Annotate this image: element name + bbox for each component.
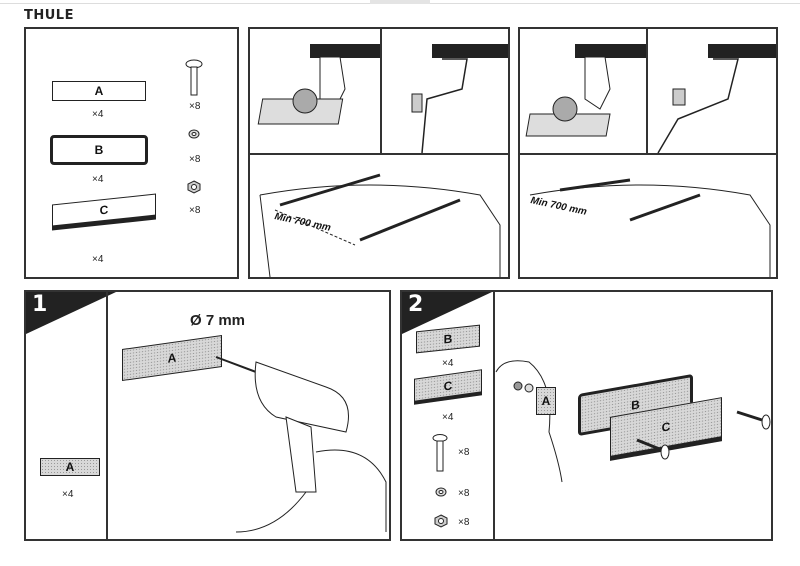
divider bbox=[106, 292, 108, 539]
washer-icon bbox=[188, 129, 200, 139]
step-number-badge: 1 bbox=[26, 292, 116, 334]
step1-part-plate-a: A bbox=[40, 458, 100, 476]
step-2-panel: 2 B ×4 C ×4 ×8 ×8 ×8 A B C bbox=[400, 290, 773, 541]
step2-plate-c-qty: ×4 bbox=[442, 412, 454, 423]
fitting-panel-1: Min 700 mm bbox=[248, 27, 510, 279]
step1-part-qty: ×4 bbox=[62, 489, 74, 500]
plate-b-qty: ×4 bbox=[92, 174, 104, 185]
divider bbox=[493, 292, 495, 539]
divider bbox=[646, 29, 648, 153]
step2-bolt-qty: ×8 bbox=[458, 447, 470, 458]
thule-logo: THULE bbox=[24, 8, 74, 23]
assembly-plate-a: A bbox=[536, 387, 556, 415]
fitting-panel-2: Min 700 mm bbox=[518, 27, 778, 279]
washer-qty: ×8 bbox=[189, 154, 201, 165]
plate-a-qty: ×4 bbox=[92, 109, 104, 120]
step2-nut-qty: ×8 bbox=[458, 517, 470, 528]
foot-closeup-illustration bbox=[525, 44, 646, 137]
assembly-bolts-illustration bbox=[513, 381, 771, 460]
divider bbox=[380, 29, 382, 153]
nut-icon bbox=[434, 514, 448, 528]
washer-icon bbox=[435, 487, 447, 497]
parts-panel: A ×4 B ×4 C ×4 ×8 ×8 ×8 bbox=[24, 27, 239, 279]
plate-b: B bbox=[50, 135, 148, 165]
top-tab bbox=[370, 0, 430, 4]
divider bbox=[520, 153, 776, 155]
foot-closeup-illustration bbox=[257, 44, 380, 125]
nut-icon bbox=[187, 180, 201, 194]
bracket-closeup-illustration bbox=[411, 44, 508, 154]
plate-c-qty: ×4 bbox=[92, 254, 104, 265]
drill-illustration bbox=[215, 356, 387, 533]
bolt-qty: ×8 bbox=[189, 101, 201, 112]
step2-washer-qty: ×8 bbox=[458, 488, 470, 499]
drill-diameter-label: Ø 7 mm bbox=[190, 312, 246, 329]
bolt-icon bbox=[432, 434, 448, 472]
step2-plate-b-qty: ×4 bbox=[442, 358, 454, 369]
plate-c: C bbox=[52, 193, 156, 231]
divider bbox=[250, 153, 508, 155]
step2-plate-c: C bbox=[414, 369, 482, 405]
plate-a-being-drilled: A bbox=[122, 334, 222, 382]
car-roof-illustration bbox=[529, 178, 771, 277]
plate-a: A bbox=[52, 81, 146, 101]
bracket-closeup-illustration bbox=[657, 44, 776, 154]
car-roof-illustration bbox=[259, 173, 501, 278]
nut-qty: ×8 bbox=[189, 205, 201, 216]
step-1-panel: 1 A ×4 Ø 7 mm A bbox=[24, 290, 391, 541]
bolt-icon bbox=[185, 59, 203, 96]
